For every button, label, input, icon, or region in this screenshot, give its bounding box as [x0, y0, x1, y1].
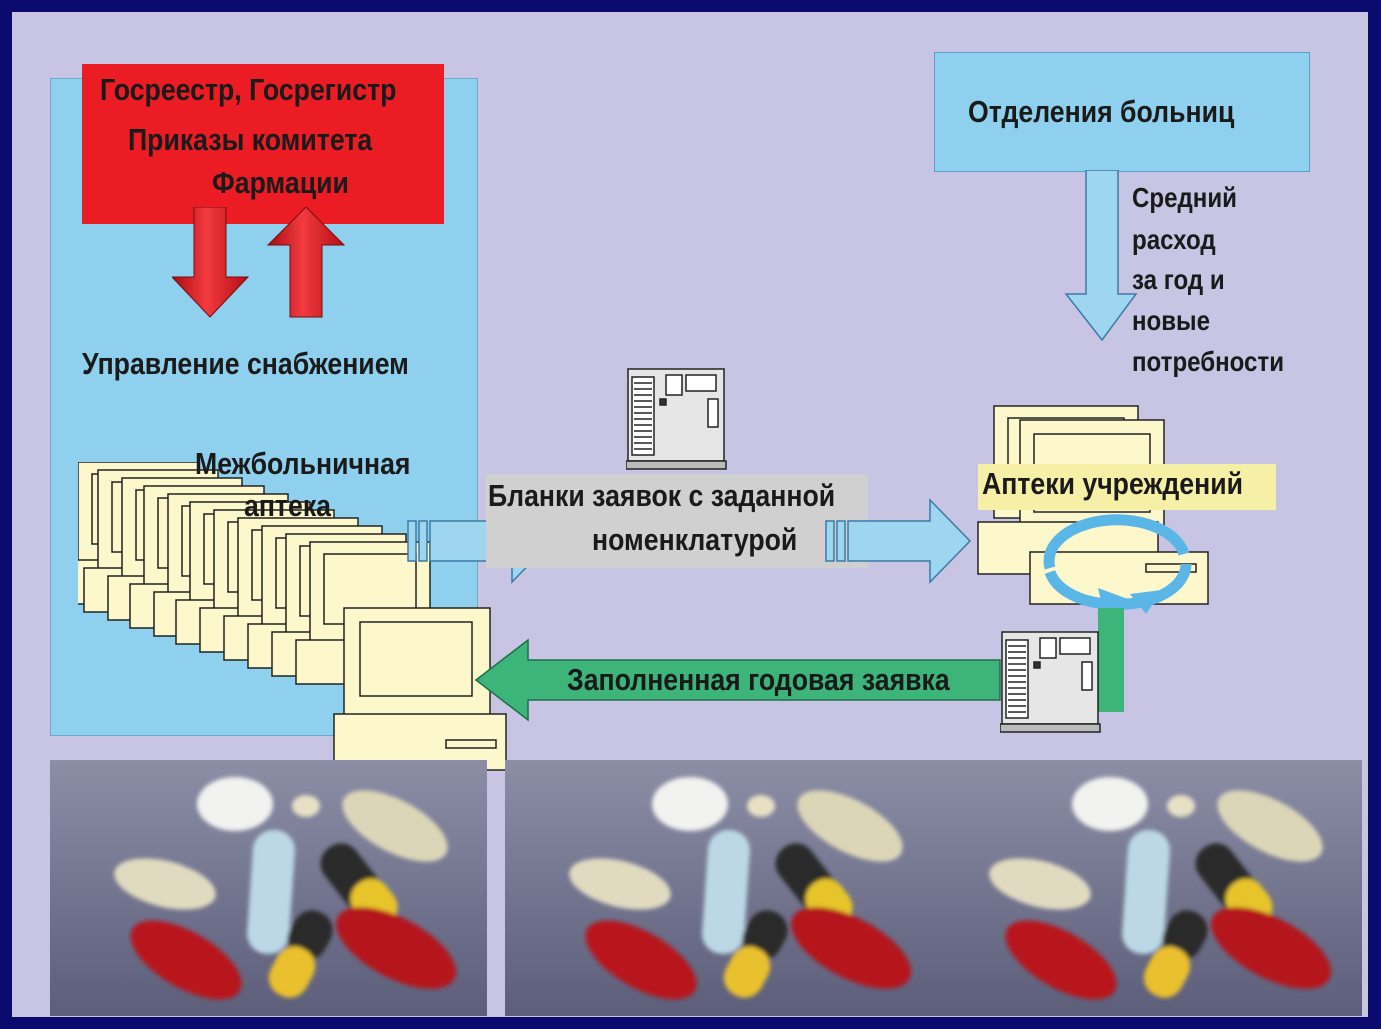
consumption-line-3: за год и — [1132, 264, 1225, 295]
consumption-line-4: новые — [1132, 305, 1211, 336]
completed-request-arrow — [474, 638, 1001, 722]
interhospital-pharmacy-line-1: Межбольничная — [195, 446, 411, 481]
consumption-line-1: Средний — [1132, 182, 1237, 213]
down-arrow-icon — [1064, 170, 1138, 342]
left-arrow-icon — [474, 638, 1001, 722]
interhospital-pharmacy-line-2: аптека — [244, 488, 331, 523]
completed-request-label: Заполненная годовая заявка — [567, 662, 950, 697]
down-arrow-icon — [172, 207, 250, 318]
cycle-arrows-icon — [1043, 514, 1192, 614]
forms-label-bg — [486, 474, 868, 568]
green-connector — [1098, 608, 1124, 712]
up-arrow-icon — [266, 207, 346, 318]
hospital-departments-box — [934, 52, 1310, 172]
consumption-arrow — [1064, 170, 1138, 342]
institution-label-bg — [978, 464, 1276, 510]
registry-line-3: Фармации — [212, 165, 349, 200]
right-arrow-icon — [847, 498, 972, 584]
pills-photo-strip — [50, 760, 1362, 1016]
red-arrows — [172, 207, 346, 318]
slide: Госреестр, Госрегистр Приказы комитета Ф… — [12, 12, 1368, 1017]
server-icon — [1000, 631, 1101, 733]
forms-arrow-right — [825, 498, 972, 584]
registry-box — [82, 64, 444, 224]
consumption-line-2: расход — [1132, 224, 1216, 255]
forms-label-line-1: Бланки заявок с заданной — [488, 478, 836, 513]
supply-management-label: Управление снабжением — [82, 346, 409, 381]
hospital-departments-label: Отделения больниц — [968, 94, 1235, 129]
registry-line-1: Госреестр, Госрегистр — [100, 72, 397, 107]
forms-label-line-2: номенклатурой — [592, 522, 798, 557]
consumption-line-5: потребности — [1132, 346, 1285, 377]
registry-line-2: Приказы комитета — [128, 122, 373, 157]
server-icon — [626, 368, 727, 470]
institution-pharmacies-label: Аптеки учреждений — [982, 466, 1243, 501]
